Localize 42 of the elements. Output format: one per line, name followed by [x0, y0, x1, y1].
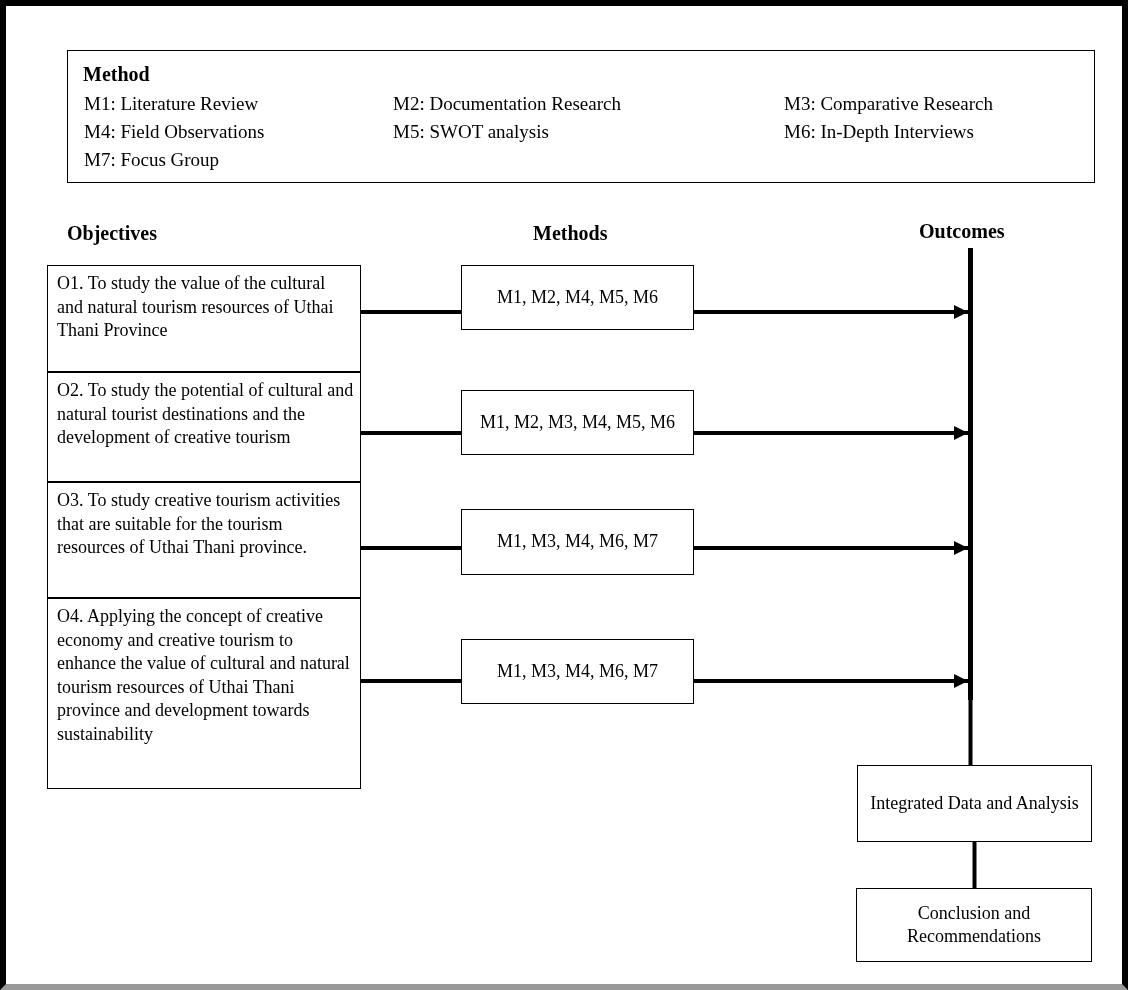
legend-box [67, 50, 1095, 183]
method-list: M1, M2, M4, M5, M6 [489, 285, 666, 310]
method-list: M1, M2, M3, M4, M5, M6 [472, 410, 683, 435]
legend-heading: Method [83, 63, 150, 86]
method-item: M1: Literature Review [84, 93, 259, 115]
column-heading: Objectives [67, 222, 157, 245]
objective-text: O4. Applying the concept of creative economy and creative tourism to enhance the value of cultural and natural tourism resources of Uthai Thani province and development towards sustainability [57, 605, 351, 746]
connector-line [361, 679, 461, 683]
method-item: M7: Focus Group [84, 149, 220, 171]
method-box [461, 639, 694, 704]
objective-text: O1. To study the value of the cultural and natural tourism resources of Uthai Thani Province [57, 272, 335, 342]
method-item: M6: In-Depth Interviews [784, 121, 974, 143]
objective-box [47, 482, 361, 598]
method-box [461, 265, 694, 330]
connector-line [361, 431, 461, 435]
objective-text: O3. To study creative tourism activities that are suitable for the tourism resources of Uthai Thani province. [57, 489, 342, 559]
method-item: M3: Comparative Research [784, 93, 993, 115]
objective-box [47, 372, 361, 482]
column-heading: Outcomes [919, 220, 1005, 243]
column-heading: Methods [533, 222, 608, 245]
method-box [461, 390, 694, 455]
process-box [856, 888, 1092, 962]
step-text: Conclusion and Recommendations [906, 901, 1042, 948]
connector-line [361, 546, 461, 550]
method-list: M1, M3, M4, M6, M7 [489, 659, 666, 684]
arrow [694, 304, 968, 320]
method-item: M2: Documentation Research [393, 93, 621, 115]
arrow [694, 540, 968, 556]
step-text: Integrated Data and Analysis [869, 791, 1080, 815]
method-box [461, 509, 694, 575]
method-item: M5: SWOT analysis [393, 121, 549, 143]
arrow [694, 673, 968, 689]
connector-line [972, 842, 977, 888]
objective-box [47, 598, 361, 789]
connector-line [361, 310, 461, 314]
connector-line [968, 700, 973, 765]
objective-text: O2. To study the potential of cultural and natural tourist destinations and the development of creative tourism [57, 379, 354, 449]
objective-box [47, 265, 361, 372]
arrow [694, 425, 968, 441]
process-box [857, 765, 1092, 842]
method-list: M1, M3, M4, M6, M7 [489, 530, 666, 554]
method-item: M4: Field Observations [84, 121, 265, 143]
